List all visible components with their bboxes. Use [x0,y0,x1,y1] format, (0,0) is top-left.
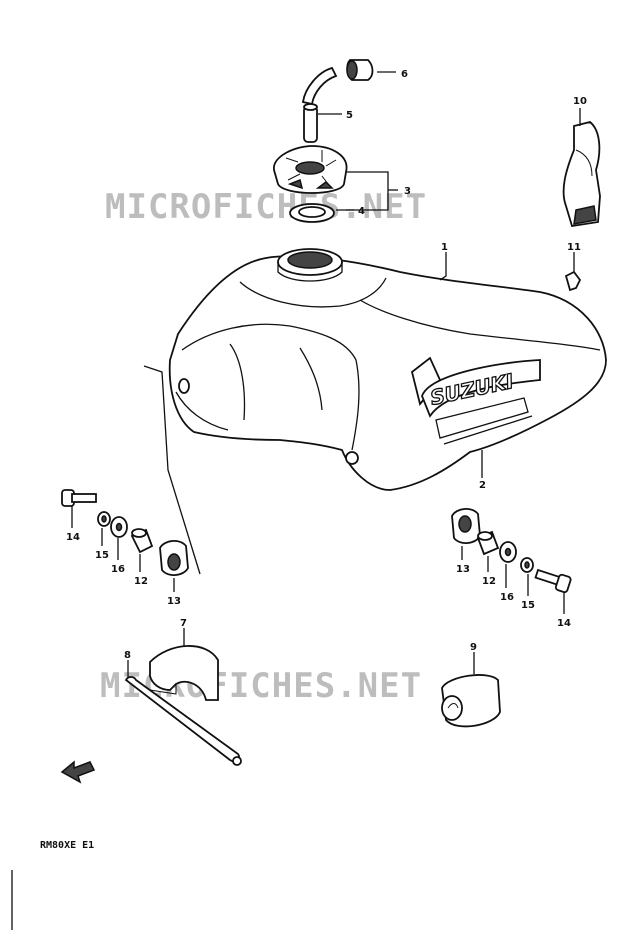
cap-gasket [289,203,335,223]
mounting-guide-line [143,365,201,575]
callout-11: 11 [567,242,581,253]
callout-9: 9 [470,642,477,653]
bracket [562,121,601,228]
watermark-top: MICROFICHES.NET [105,187,427,227]
callout-4: 4 [358,206,365,217]
callout-labels: 1 2 3 4 5 6 7 8 9 10 11 12 12 13 13 14 1… [66,69,587,661]
callout-7: 7 [180,618,187,629]
callout-13-left: 13 [167,596,181,607]
callout-14-left: 14 [66,532,80,543]
model-code: RM80XE E1 [40,840,94,851]
leader-lines [71,71,581,678]
callout-8: 8 [124,650,131,661]
right-collar [476,530,500,556]
breather-hose [301,66,338,143]
callout-14-right: 14 [557,618,571,629]
callout-10: 10 [573,96,587,107]
rear-cushion [149,645,219,701]
right-washer-small [520,557,534,573]
right-cushion [451,508,481,544]
callout-16-left: 16 [111,564,125,575]
hose-clip [346,59,374,81]
watermark-bottom: MICROFICHES.NET [100,666,422,706]
fuel-tank: SUZUKI [168,248,607,491]
callout-16-right: 16 [500,592,514,603]
callout-12-left: 12 [134,576,148,587]
right-bolt [534,568,572,594]
callout-3: 3 [404,186,411,197]
callout-5: 5 [346,110,353,121]
callout-15-left: 15 [95,550,109,561]
fuel-tank-band [124,676,242,766]
callout-2: 2 [479,480,486,491]
left-cushion [159,540,189,576]
callout-6: 6 [401,69,408,80]
left-collar [130,528,154,554]
left-washer-small [97,511,111,527]
left-washer-large [110,516,128,538]
fuel-cap [273,145,348,194]
right-washer-large [499,541,517,563]
front-direction-arrow-icon [60,760,96,784]
callout-15-right: 15 [521,600,535,611]
left-bolt [61,489,97,507]
bracket-bolt [564,262,582,292]
callout-13-right: 13 [456,564,470,575]
callout-12-right: 12 [482,576,496,587]
tank-cushion [441,674,501,728]
callout-1: 1 [441,242,448,253]
